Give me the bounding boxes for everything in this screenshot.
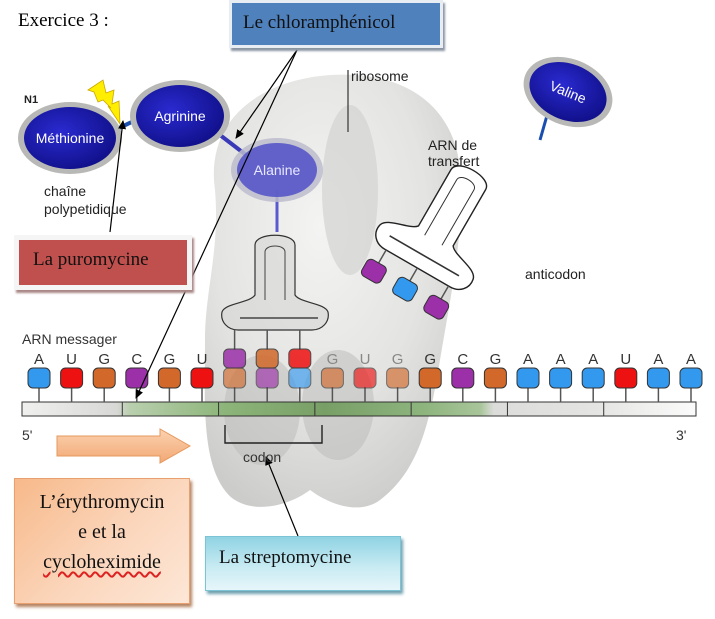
free-trna-inner	[424, 177, 476, 246]
mrna-nucleotide-U	[60, 367, 84, 389]
free-anticodon-stem	[439, 285, 450, 301]
callout-chloramphenicol: Le chloramphénicol	[229, 0, 443, 48]
callout-erythromycin-cycloheximide: L’érythromycin e et la cycloheximide	[14, 478, 190, 604]
chain-label-line2: polypetidique	[44, 201, 127, 217]
callout-erythromycin-line1: L’érythromycin	[39, 491, 165, 513]
callout-streptomycin-text: La streptomycine	[219, 547, 352, 568]
free-anticodon-base-C	[360, 258, 387, 284]
free-trna	[360, 165, 488, 320]
mrna-nucleotide-A	[581, 367, 605, 389]
arrow-chloramphenicol-to-peptide	[235, 49, 298, 139]
mrna-label: ARN messager	[22, 331, 117, 347]
mrna-base-letter: U	[620, 351, 631, 368]
mrna-nucleotide-C	[125, 367, 149, 389]
mrna-base-letter: G	[424, 351, 436, 368]
mrna-nucleotide-U	[353, 367, 377, 389]
trna-in-ribosome-inner	[264, 245, 286, 300]
mrna-nucleotide-G	[223, 367, 247, 389]
arginine-label: Agrinine	[154, 108, 206, 124]
mrna-base-letter: G	[164, 351, 176, 368]
callout-puromycin-text: La puromycine	[33, 249, 149, 270]
trna-in-ribosome-body	[221, 234, 329, 331]
trna-in-ribosome	[221, 190, 329, 369]
ribosome	[204, 70, 461, 508]
codon-bracket	[224, 425, 323, 444]
free-trna-body	[375, 165, 488, 291]
amino-acid-arginine: Agrinine	[130, 80, 230, 152]
callout-streptomycin: La streptomycine	[205, 536, 401, 591]
codon-label: codon	[243, 449, 281, 465]
mrna-base-letter: C	[457, 351, 468, 368]
mrna-nucleotide-A	[27, 367, 51, 389]
mrna-nucleotide-U	[190, 367, 214, 389]
mrna-base-letter: G	[98, 351, 110, 368]
mrna-nucleotide-G	[386, 367, 410, 389]
amino-acid-valine: Valine	[523, 56, 613, 128]
mrna-nucleotide-A	[549, 367, 573, 389]
arrow-puromycin-to-bond	[109, 120, 127, 233]
methionine-label: Méthionine	[36, 130, 105, 146]
trna-label-line1: ARN de	[428, 137, 477, 153]
mrna-base-letter: A	[588, 351, 598, 368]
callout-puromycin: La puromycine	[14, 235, 192, 290]
free-trna-stem-line	[389, 235, 460, 277]
mrna-nucleotide-C	[451, 367, 475, 389]
mrna-nucleotide-A	[516, 367, 540, 389]
mrna-nucleotide-G	[418, 367, 442, 389]
callout-erythromycin-line2: e et la	[78, 521, 126, 543]
mrna-nucleotide-U	[614, 367, 638, 389]
callout-chloramphenicol-text: Le chloramphénicol	[243, 12, 396, 33]
arrow-chloramphenicol-to-mrna	[135, 49, 298, 399]
anticodon-label: anticodon	[525, 266, 586, 282]
mrna-base-letter: C	[131, 351, 142, 368]
mrna-backbone	[21, 401, 697, 417]
mrna-nucleotide-A	[646, 367, 670, 389]
mrna-base-letter: A	[653, 351, 663, 368]
mrna-base-letter: U	[66, 351, 77, 368]
mrna-nucleotide-A	[679, 367, 703, 389]
mrna-nucleotide-G	[483, 367, 507, 389]
mrna-nucleotide-G	[320, 367, 344, 389]
mrna-base-letter: U	[360, 351, 371, 368]
mrna-base-letter: G	[327, 351, 339, 368]
chain-label-line1: chaîne	[44, 183, 86, 199]
mrna-base-letter: A	[523, 351, 533, 368]
alanine-label: Alanine	[254, 162, 301, 178]
n-terminal-label: N1	[24, 94, 38, 106]
mrna-base-letter: A	[686, 351, 696, 368]
free-anticodon-base-C	[423, 294, 450, 320]
amino-acid-methionine: Méthionine	[18, 102, 122, 174]
bound-anticodon-base-C	[223, 348, 247, 369]
free-anticodon-base-A	[392, 276, 418, 302]
mrna-base-letter: A	[34, 351, 44, 368]
exercise-title: Exercice 3 :	[18, 10, 109, 31]
mrna-nucleotide-A	[288, 367, 312, 389]
mrna-nucleotide-C	[255, 367, 279, 389]
three-prime-label: 3'	[676, 427, 686, 443]
trna-label-line2: transfert	[428, 153, 479, 169]
mrna-base-letter: U	[197, 351, 208, 368]
free-anticodon-stem	[408, 267, 418, 283]
mrna-nucleotide-G	[92, 367, 116, 389]
mrna-base-letter: A	[556, 351, 566, 368]
translation-direction-arrow	[56, 428, 192, 464]
bound-anticodon-base-G	[255, 348, 279, 369]
free-anticodon-stem	[377, 249, 387, 265]
ribosome-label: ribosome	[351, 68, 409, 84]
arrow-streptomycin-to-codon	[265, 456, 299, 537]
bound-anticodon-base-U	[288, 348, 312, 369]
mrna-base-letter: G	[392, 351, 404, 368]
mrna-base-letter: G	[490, 351, 502, 368]
ribosome-groove	[322, 105, 378, 275]
callout-erythromycin-line3: cycloheximide	[43, 551, 161, 573]
five-prime-label: 5'	[22, 427, 32, 443]
mrna-nucleotide-G	[157, 367, 181, 389]
amino-acid-alanine: Alanine	[231, 138, 323, 202]
